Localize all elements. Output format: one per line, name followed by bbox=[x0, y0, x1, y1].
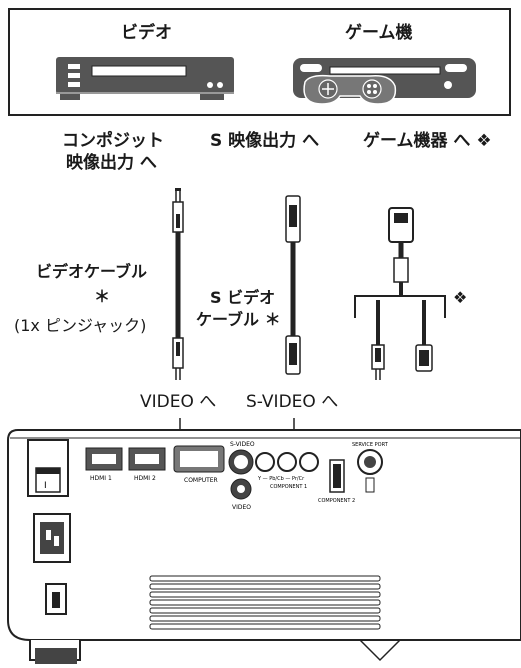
source-devices-box bbox=[8, 8, 511, 116]
video-cable-asterisk: ＊ bbox=[94, 287, 111, 306]
game-console-icon bbox=[293, 58, 476, 105]
composite-output-label-1: コンポジット bbox=[62, 131, 164, 151]
video-cable-label: ビデオケーブル bbox=[36, 262, 148, 281]
game-cable-mark: ❖ bbox=[453, 288, 468, 307]
svg-text:HDMI 1: HDMI 1 bbox=[90, 475, 112, 482]
vent-grille bbox=[149, 575, 381, 630]
svideo-cable-icon bbox=[285, 195, 301, 375]
game-cable-icon bbox=[354, 207, 446, 380]
video-input-label: VIDEO へ bbox=[140, 392, 217, 412]
projector-rear-panel: I HDMI 1 HDMI 2 COMPUTER S-VIDEO VIDEO Y… bbox=[7, 429, 521, 664]
svg-text:COMPUTER: COMPUTER bbox=[184, 477, 218, 484]
svg-text:HDMI 2: HDMI 2 bbox=[134, 475, 156, 482]
svg-text:COMPONENT 2: COMPONENT 2 bbox=[318, 498, 355, 504]
svideo-input-label: S-VIDEO へ bbox=[246, 392, 339, 412]
game-device-label: ゲーム機 bbox=[345, 23, 413, 43]
svg-text:I: I bbox=[44, 481, 47, 491]
svg-text:VIDEO: VIDEO bbox=[232, 504, 251, 511]
vcr-device-icon bbox=[56, 57, 234, 100]
svg-text:COMPONENT 1: COMPONENT 1 bbox=[270, 484, 307, 490]
composite-output-label-2: 映像出力 へ bbox=[66, 153, 157, 173]
svideo-cable-label-1: S ビデオ bbox=[210, 288, 276, 307]
svg-text:Y — Pb/Cb — Pr/Cr: Y — Pb/Cb — Pr/Cr bbox=[257, 476, 305, 482]
video-device-label: ビデオ bbox=[121, 23, 172, 43]
game-output-label: ゲーム機器 へ ❖ bbox=[363, 131, 492, 151]
svideo-cable-label-2: ケーブル ＊ bbox=[196, 310, 281, 329]
video-cable-icon bbox=[172, 188, 184, 380]
video-cable-pin-jack-label: (1x ピンジャック) bbox=[14, 316, 147, 335]
svg-text:SERVICE PORT: SERVICE PORT bbox=[352, 442, 389, 448]
svideo-output-label: S 映像出力 へ bbox=[210, 131, 320, 151]
svg-text:S-VIDEO: S-VIDEO bbox=[230, 441, 255, 448]
